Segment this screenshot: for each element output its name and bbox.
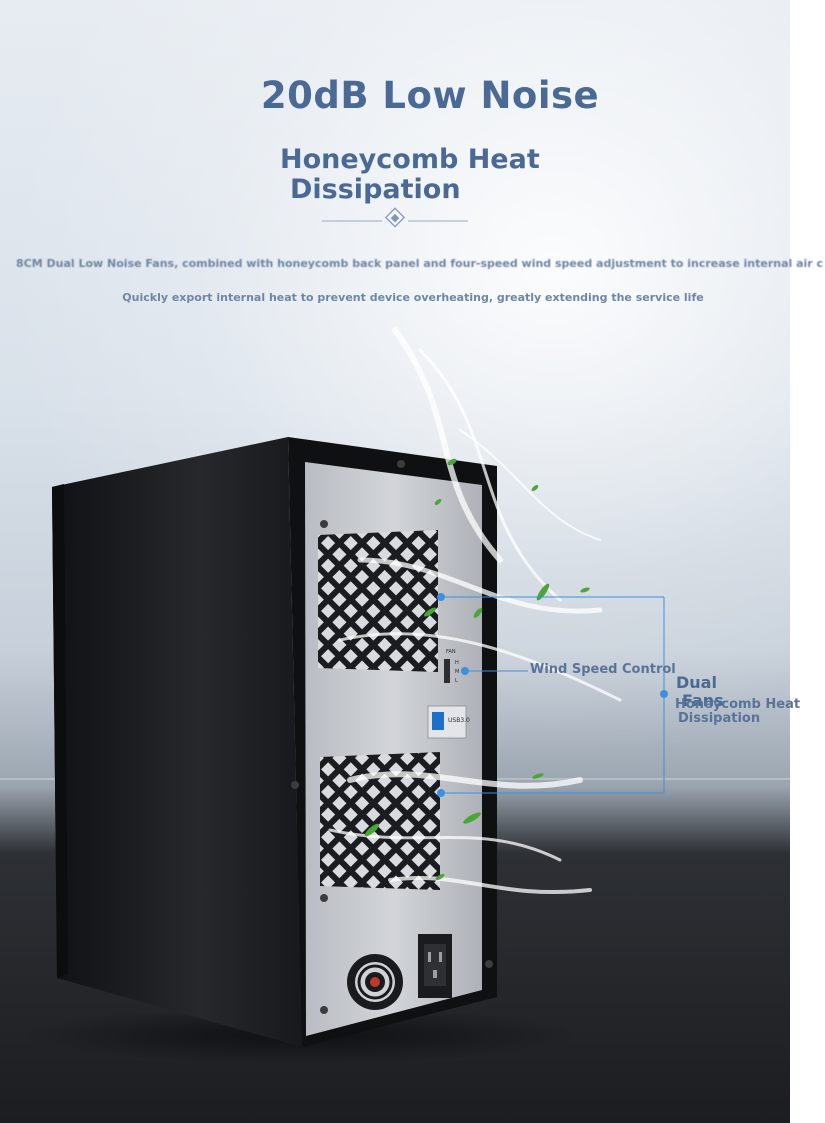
description-line-1: 8CM Dual Low Noise Fans, combined with h… xyxy=(16,257,824,270)
enclosure-side xyxy=(52,437,302,1047)
leaf-icons xyxy=(364,458,590,881)
callout-lines xyxy=(437,593,668,797)
switch-pos-medium: M xyxy=(455,669,459,675)
dual-fans-line-2: Fans xyxy=(682,691,724,710)
callout-dot-switch xyxy=(461,667,469,675)
lower-fan-grille xyxy=(320,752,440,890)
usb-port: USB3.0 xyxy=(427,705,470,739)
nas-enclosure: FAN H M L USB3.0 xyxy=(20,437,580,1063)
power-socket-icon xyxy=(418,934,452,998)
psu-fan-icon xyxy=(347,954,403,1010)
switch-slider xyxy=(444,659,450,683)
wind-speed-control-label: Wind Speed Control xyxy=(530,662,676,677)
callout-dot-fans xyxy=(660,690,668,698)
enclosure-side-edge xyxy=(52,484,68,978)
dual-fans-line-1: Dual xyxy=(676,673,717,692)
description-line-2: Quickly export internal heat to prevent … xyxy=(122,291,704,304)
subheadline-line-2: Dissipation xyxy=(290,174,461,205)
callout-dot-lower-fan xyxy=(437,789,445,797)
headline: 20dB Low Noise xyxy=(260,74,600,117)
usb-port-label: USB3.0 xyxy=(448,717,470,724)
callout-dot-upper-fan xyxy=(437,593,445,601)
fan-speed-switch: FAN H M L xyxy=(444,649,459,684)
subheadline: Honeycomb Heat Dissipation xyxy=(280,145,540,205)
switch-pos-high: H xyxy=(455,660,459,666)
honeycomb-heat-line-1: Honeycomb Heat xyxy=(675,697,801,712)
fan-switch-label: FAN xyxy=(446,649,456,655)
honeycomb-heat-line-2: Dissipation xyxy=(678,711,761,726)
airflow-wisps xyxy=(328,327,622,895)
upper-fan-grille xyxy=(318,530,438,672)
dual-fans-label: Dual Fans xyxy=(676,674,724,710)
product-scene: FAN H M L USB3.0 xyxy=(20,327,668,1063)
switch-pos-low: L xyxy=(455,678,458,684)
usb-connector-icon xyxy=(432,712,444,730)
honeycomb-heat-label: Honeycomb Heat Dissipation xyxy=(675,697,801,726)
diamond-divider-icon xyxy=(322,207,468,228)
subheadline-line-1: Honeycomb Heat xyxy=(280,144,540,175)
